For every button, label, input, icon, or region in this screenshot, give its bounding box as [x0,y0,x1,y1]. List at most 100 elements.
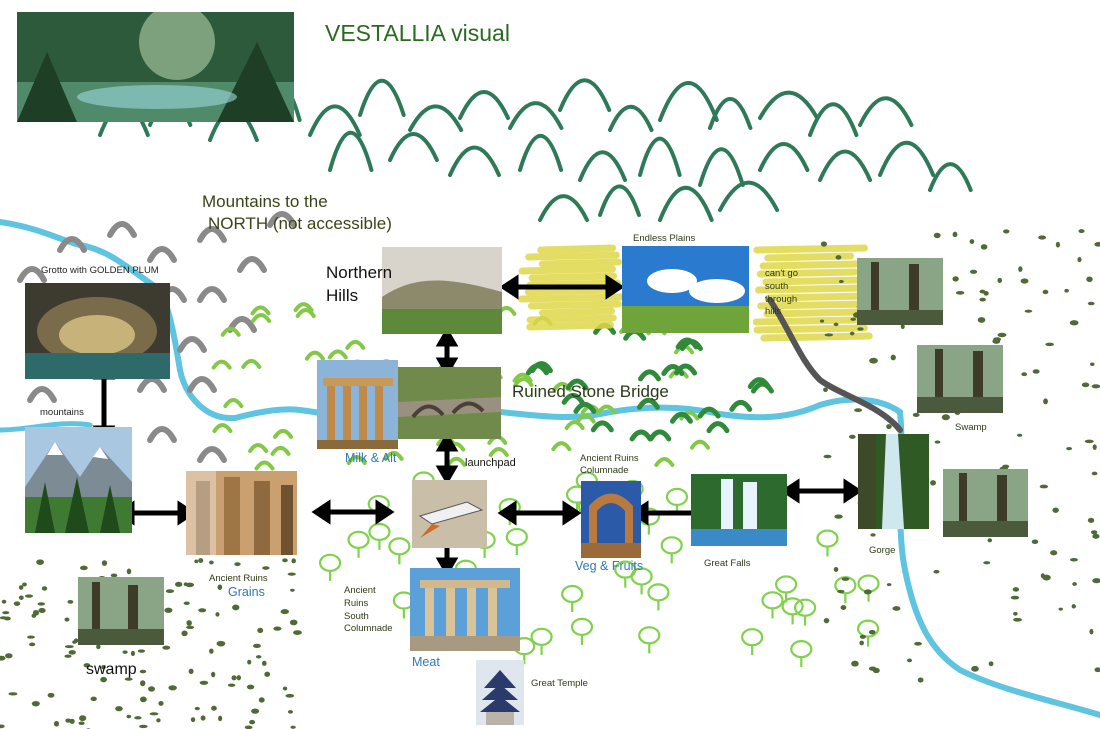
swamp-dot [198,558,204,563]
swamp-dot [979,297,986,302]
hill-stroke [747,377,771,390]
plains-stroke [526,321,614,331]
swamp-dot [282,558,288,563]
hill-stroke [107,221,137,238]
hill-stroke [295,308,316,318]
tree-stroke [638,626,661,654]
swamp-dot [823,387,828,393]
swamp-dot [1081,382,1090,388]
great-temple-label: Great Temple [531,678,588,689]
swamp-dot [886,424,892,430]
swamp-dot [1013,617,1022,622]
swamp-dot [231,675,237,681]
swamp-dot [849,331,855,336]
hill-stroke [598,184,641,217]
hill-stroke [858,96,914,127]
swamp-dot [1002,464,1010,469]
hill-stroke [679,339,703,352]
swamp-dot [282,686,288,691]
swamp-dot [1021,372,1028,377]
south-colonnade-label: Ancient Ruins South Columnade [344,585,393,635]
swamp-dot [37,602,45,606]
swamp-dot [38,607,46,614]
tree-stroke [741,628,764,656]
swamp-dot [199,680,209,685]
hill-stroke [448,145,501,177]
swamp-dot [139,696,147,703]
hill-stroke [250,305,271,316]
swamp-dot [64,617,70,622]
swamp-dot [859,640,864,646]
cant-go-south-label: can't go south through hills [765,268,798,318]
swamp-dot [101,560,108,566]
hill-stroke [328,131,374,172]
plains-stroke [538,258,623,268]
swamp-dot [1052,507,1059,513]
swamp-dot [1050,550,1058,556]
swamp-dot [1055,241,1060,248]
swamp-dot [1092,444,1097,450]
hill-stroke [248,443,269,453]
hill-stroke [878,140,936,177]
tree-stroke [660,536,683,564]
hill-stroke [808,102,859,137]
great-falls-label: Great Falls [704,558,751,569]
hill-stroke [197,286,227,303]
hill-stroke [227,316,257,333]
hill-stroke [57,236,87,253]
hill-stroke [750,381,774,394]
swamp-dot [917,677,924,683]
swamp-dot [849,434,856,439]
plains-stroke [759,260,860,270]
swamp-dot [22,582,27,587]
swamp-dot [987,538,993,543]
swamp-dot [217,584,223,590]
swamp-dot [983,561,991,565]
swamp-dot [8,692,18,696]
swamp-dot [209,560,214,565]
swamp-dot [174,581,183,587]
swamp-dot [185,625,195,630]
swamp-dot [971,665,979,672]
swamp-dot [162,645,171,650]
swamp-dot [1012,587,1020,592]
tree-stroke [816,529,839,557]
swamp-dot [1084,439,1094,444]
launchpad-image [412,480,487,548]
hill-stroke [458,90,510,120]
swamp-dot [1069,320,1079,326]
swamp-dot [246,684,255,690]
grotto-label: Grotto with GOLDEN PLUM [41,265,159,276]
swamp-dot [200,715,206,721]
swamp-dot [122,650,128,654]
ruins-colonnade-label: Ancient Ruins Columnade [580,453,639,477]
swamp-dot [24,594,33,598]
swamp-dot [1024,309,1033,313]
gorge-label: Gorge [869,545,896,556]
swamp-dot [287,710,294,714]
plains-stroke [762,276,864,286]
swamp-dot [952,231,958,238]
swamp-dot [0,655,6,661]
swamp-dot [290,725,296,729]
swamp-dot [1069,557,1078,562]
swamp-dot [139,724,148,729]
swamp-dot [1,599,7,604]
swamp-dot [980,244,988,250]
endless-plains-label: Endless Plains [633,233,696,244]
river-layer [0,219,1100,718]
plains-stroke [764,292,873,302]
swamp-dot [149,712,159,716]
hill-stroke [558,78,612,112]
swamp-dot [64,645,74,649]
swamp-dot [186,620,192,626]
hill-stroke [177,336,207,353]
swamp-dot [1032,369,1040,374]
plains-stroke [526,314,617,324]
swamp-image-3 [943,469,1028,537]
swamp-dot [1087,517,1095,523]
swamp-dot [835,255,842,260]
swamp-dot [823,454,832,459]
milk-alt-image [317,360,398,449]
hill-stroke [590,420,614,433]
